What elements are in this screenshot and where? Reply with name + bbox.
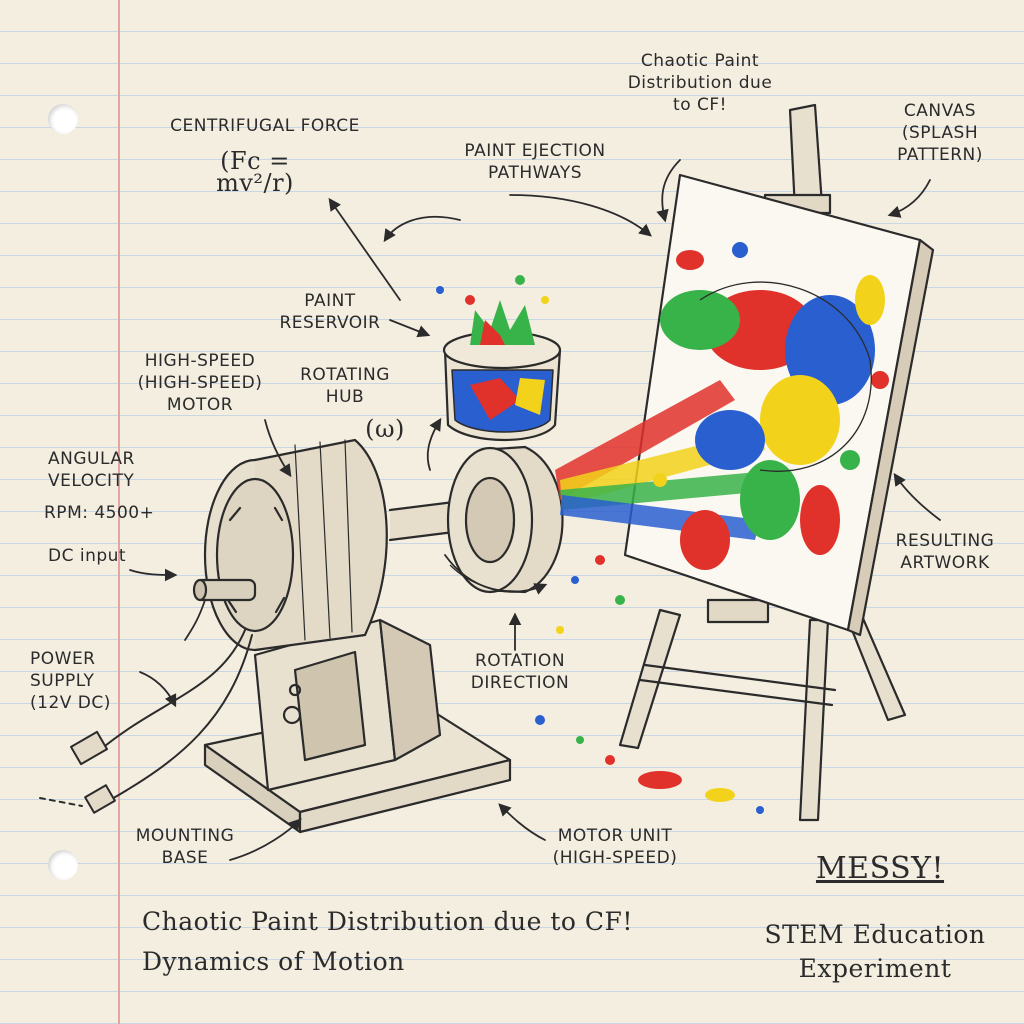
label-messy: MESSY! — [815, 851, 945, 886]
label-mounting-base: MOUNTING BASE — [135, 826, 235, 868]
motion-lines — [449, 281, 872, 592]
label-stem-experiment: STEM Education Experiment — [764, 920, 986, 983]
rotating-hub — [446, 445, 564, 594]
label-rpm: RPM: 4500+ — [44, 503, 155, 523]
label-high-speed-motor: HIGH-SPEED (HIGH-SPEED) MOTOR — [137, 351, 263, 415]
label-canvas: CANVAS (SPLASH PATTERN) — [897, 101, 983, 165]
label-rotating-hub: ROTATING HUB — [300, 365, 390, 407]
motor — [192, 438, 484, 652]
bottom-caption-line-1: Chaotic Paint Distribution due to CF! — [142, 907, 633, 936]
power-cord — [39, 629, 253, 814]
label-power-supply: POWER SUPPLY (12V DC) — [30, 649, 111, 713]
paint-reservoir — [442, 330, 562, 442]
punch-hole — [48, 104, 78, 134]
label-formula: (Fc = mv²/r) — [216, 147, 294, 197]
label-paint-reservoir: PAINT RESERVOIR — [279, 291, 381, 333]
label-angular-velocity: ANGULAR VELOCITY — [48, 449, 135, 491]
label-motor-unit: MOTOR UNIT (HIGH-SPEED) — [552, 826, 678, 868]
label-chaotic-top: Chaotic Paint Distribution due to CF! — [627, 51, 773, 115]
punch-hole — [48, 850, 78, 880]
label-paint-ejection: PAINT EJECTION PATHWAYS — [464, 141, 606, 183]
label-omega: (ω) — [365, 415, 405, 443]
paint-splatter — [436, 242, 889, 814]
mounting-base — [203, 618, 512, 834]
label-rotation-direction: ROTATION DIRECTION — [470, 651, 570, 693]
label-centrifugal-force: CENTRIFUGAL FORCE — [170, 116, 360, 136]
margin-line — [118, 0, 120, 1024]
bottom-caption-line-2: Dynamics of Motion — [142, 947, 405, 976]
label-dc-input: DC input — [48, 546, 127, 566]
label-resulting-artwork: RESULTING ARTWORK — [895, 531, 995, 573]
